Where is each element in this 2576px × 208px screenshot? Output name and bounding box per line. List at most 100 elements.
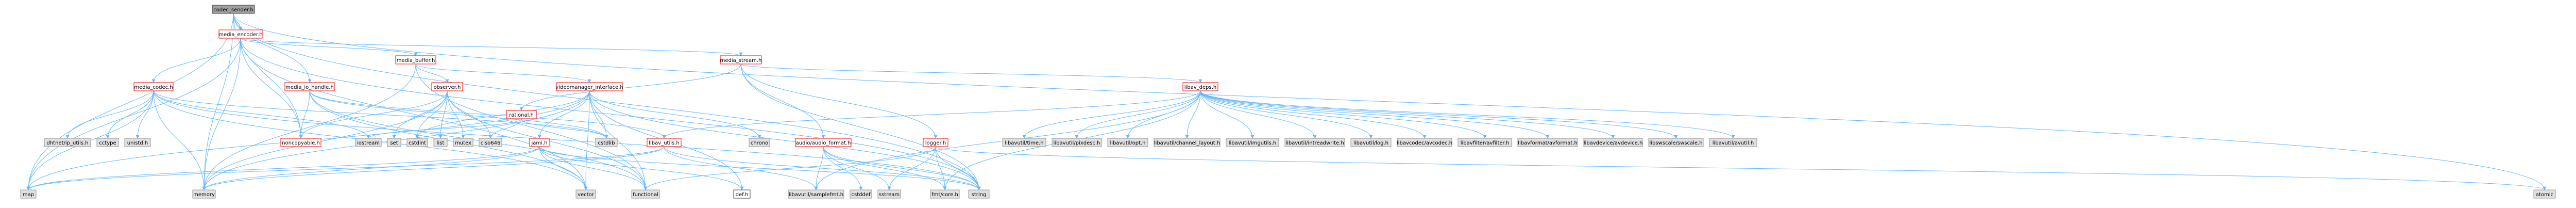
edge-media_codec_h-to-memory (153, 90, 206, 190)
edge-media_encoder_h-to-map (26, 38, 241, 190)
node-libavutil_pixdesc_h: libavutil/pixdesc.h (1052, 138, 1102, 147)
edge-libav_deps_h-to-libavutil_channel_layout_h (1185, 90, 1201, 139)
node-box (355, 138, 382, 147)
node-libavutil_time_h: libavutil/time.h (1002, 138, 1046, 147)
node-jami_h[interactable]: jami.h (529, 138, 550, 147)
edge-codec_sender_h-to-memory (202, 13, 234, 190)
node-box (930, 189, 960, 199)
node-box (1709, 138, 1757, 147)
node-map: map (20, 189, 37, 199)
node-box (453, 138, 473, 147)
node-label: libavutil/imgutils.h (1229, 140, 1277, 146)
edge-libav_deps_h-to-libavutil_opt_h (1126, 90, 1201, 139)
node-label: cctype (99, 140, 116, 146)
node-box (387, 138, 401, 147)
node-libav_utils_h[interactable]: libav_utils.h (647, 138, 682, 147)
node-box (877, 189, 901, 199)
node-label: libav_deps.h (1184, 85, 1217, 90)
node-box (395, 55, 436, 65)
edge-libav_deps_h-to-libavutil_log_h (1200, 90, 1373, 139)
node-label: string (972, 192, 987, 198)
node-codec_sender_h[interactable]: codec_sender.h (212, 5, 255, 14)
node-label: map (23, 192, 34, 198)
node-box (20, 189, 37, 199)
node-def_h[interactable]: def.h (733, 189, 751, 199)
edge-media_codec_h-to-cctype (106, 90, 154, 139)
edge-observer_h-to-cstdint (415, 90, 448, 139)
node-box (788, 189, 844, 199)
edge-observer_h-to-ciso646 (447, 90, 493, 139)
edge-media_buffer_h-to-memory (202, 63, 416, 190)
node-sstream: sstream (877, 189, 901, 199)
edge-libav_deps_h-to-libavformat_avformat_h (1200, 90, 1550, 139)
node-noncopyable_h[interactable]: noncopyable.h (280, 138, 321, 147)
node-dhtnet_ip_utils_h: dhtnet/ip_utils.h (44, 138, 91, 147)
edge-observer_h-to-mutex (447, 90, 465, 139)
edge-audio_format_h-to-sstream (823, 146, 891, 190)
node-label: media_stream.h (720, 58, 762, 63)
node-observer_h[interactable]: observer.h (431, 82, 463, 91)
edge-jami_h-to-map (26, 146, 540, 190)
edge-observer_h-to-noncopyable_h (299, 90, 448, 139)
edge-rational_h-to-cstdlib (521, 118, 608, 139)
node-audio_format_h[interactable]: audio/audio_format.h (795, 138, 852, 147)
edge-libav_deps_h-to-libavutil_imgutils_h (1200, 90, 1255, 139)
node-box (96, 138, 119, 147)
node-media_stream_h[interactable]: media_stream.h (720, 55, 762, 65)
edge-videomanager_interface_h-to-vector (584, 90, 590, 190)
node-rational_h[interactable]: rational.h (506, 110, 537, 119)
node-functional: functional (631, 189, 660, 199)
node-label: chrono (751, 140, 768, 146)
node-box (556, 82, 623, 91)
edge-media_io_handle_h-to-noncopyable_h (299, 90, 310, 139)
edge-observer_h-to-memory (202, 90, 448, 190)
node-media_codec_h[interactable]: media_codec.h (133, 82, 174, 91)
edge-rational_h-to-ciso646 (488, 118, 522, 139)
node-box (575, 189, 596, 199)
node-libavutil_log_h: libavutil/log.h (1350, 138, 1392, 147)
node-cstdlib: cstdlib (595, 138, 618, 147)
edge-logger_h-to-string (935, 146, 981, 190)
node-box (923, 138, 948, 147)
edge-libav_utils_h-to-map (26, 146, 665, 190)
node-box (1284, 138, 1345, 147)
node-media_encoder_h[interactable]: media_encoder.h (218, 29, 263, 39)
node-media_buffer_h[interactable]: media_buffer.h (395, 55, 436, 65)
node-box (1350, 138, 1392, 147)
edge-libav_utils_h-to-libavutil_samplefmt_h (664, 146, 818, 190)
node-cstddef: cstddef (850, 189, 872, 199)
edge-audio_format_h-to-fmt_core_h (823, 146, 947, 190)
edge-logger_h-to-atomic (935, 146, 2547, 190)
node-label: logger.h (925, 140, 946, 146)
node-libavutil_channel_layout_h: libavutil/channel_layout.h (1154, 138, 1221, 147)
edge-libav_deps_h-to-libavdevice_avdevice_h (1200, 90, 1615, 139)
edge-media_buffer_h-to-observer_h (415, 63, 449, 83)
node-label: jami.h (531, 140, 548, 146)
edge-videomanager_interface_h-to-cstdlib (589, 90, 608, 139)
node-string: string (968, 189, 990, 199)
node-label: iostream (357, 140, 380, 146)
edge-jami_h-to-vector (539, 146, 588, 190)
edge-media_stream_h-to-rational_h (519, 63, 741, 111)
node-box (529, 138, 550, 147)
node-box (44, 138, 91, 147)
node-box (631, 189, 660, 199)
node-label: atomic (2536, 192, 2553, 198)
edge-logger_h-to-functional (643, 146, 936, 190)
node-label: memory (193, 192, 215, 198)
node-label: set (390, 140, 398, 146)
edge-libav_deps_h-to-libavfilter_avfilter_h (1200, 90, 1487, 139)
edge-codec_sender_h-to-media_io_handle_h (233, 13, 312, 83)
node-label: sstream (879, 192, 900, 198)
node-vector: vector (575, 189, 596, 199)
node-libav_deps_h[interactable]: libav_deps.h (1182, 82, 1218, 91)
node-box (733, 189, 751, 199)
node-layer: codec_sender.h media_encoder.h media_codec… (20, 5, 2556, 199)
node-media_io_handle_h[interactable]: media_io_handle.h (284, 82, 335, 91)
node-label: libavutil/samplefmt.h (789, 192, 843, 198)
edge-media_io_handle_h-to-vector (309, 90, 588, 190)
node-videomanager_interface_h[interactable]: videomanager_interface.h (555, 82, 623, 91)
node-logger_h[interactable]: logger.h (923, 138, 948, 147)
node-box (1226, 138, 1279, 147)
